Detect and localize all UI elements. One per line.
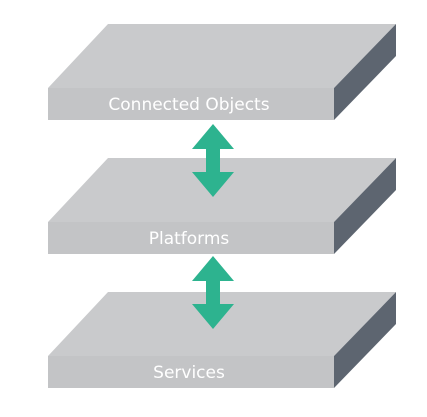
layer-front-face <box>48 222 334 254</box>
layer-top-face <box>48 24 396 88</box>
layer-label: Connected Objects <box>108 95 269 115</box>
layer-platforms: Platforms <box>48 158 396 254</box>
layer-side-face <box>334 24 396 120</box>
layer-side-face <box>334 292 396 388</box>
layer-front-face <box>48 356 334 388</box>
layer-side-face <box>334 158 396 254</box>
layer-top-face <box>48 292 396 356</box>
bidirectional-arrow-icon <box>192 256 234 329</box>
layer-label: Platforms <box>149 229 230 249</box>
layer-services: Services <box>48 292 396 388</box>
layer-connected-objects: Connected Objects <box>48 24 396 120</box>
layer-top-face <box>48 158 396 222</box>
layer-label: Services <box>153 363 225 383</box>
bidirectional-arrow-icon <box>192 124 234 197</box>
layer-front-face <box>48 88 334 120</box>
